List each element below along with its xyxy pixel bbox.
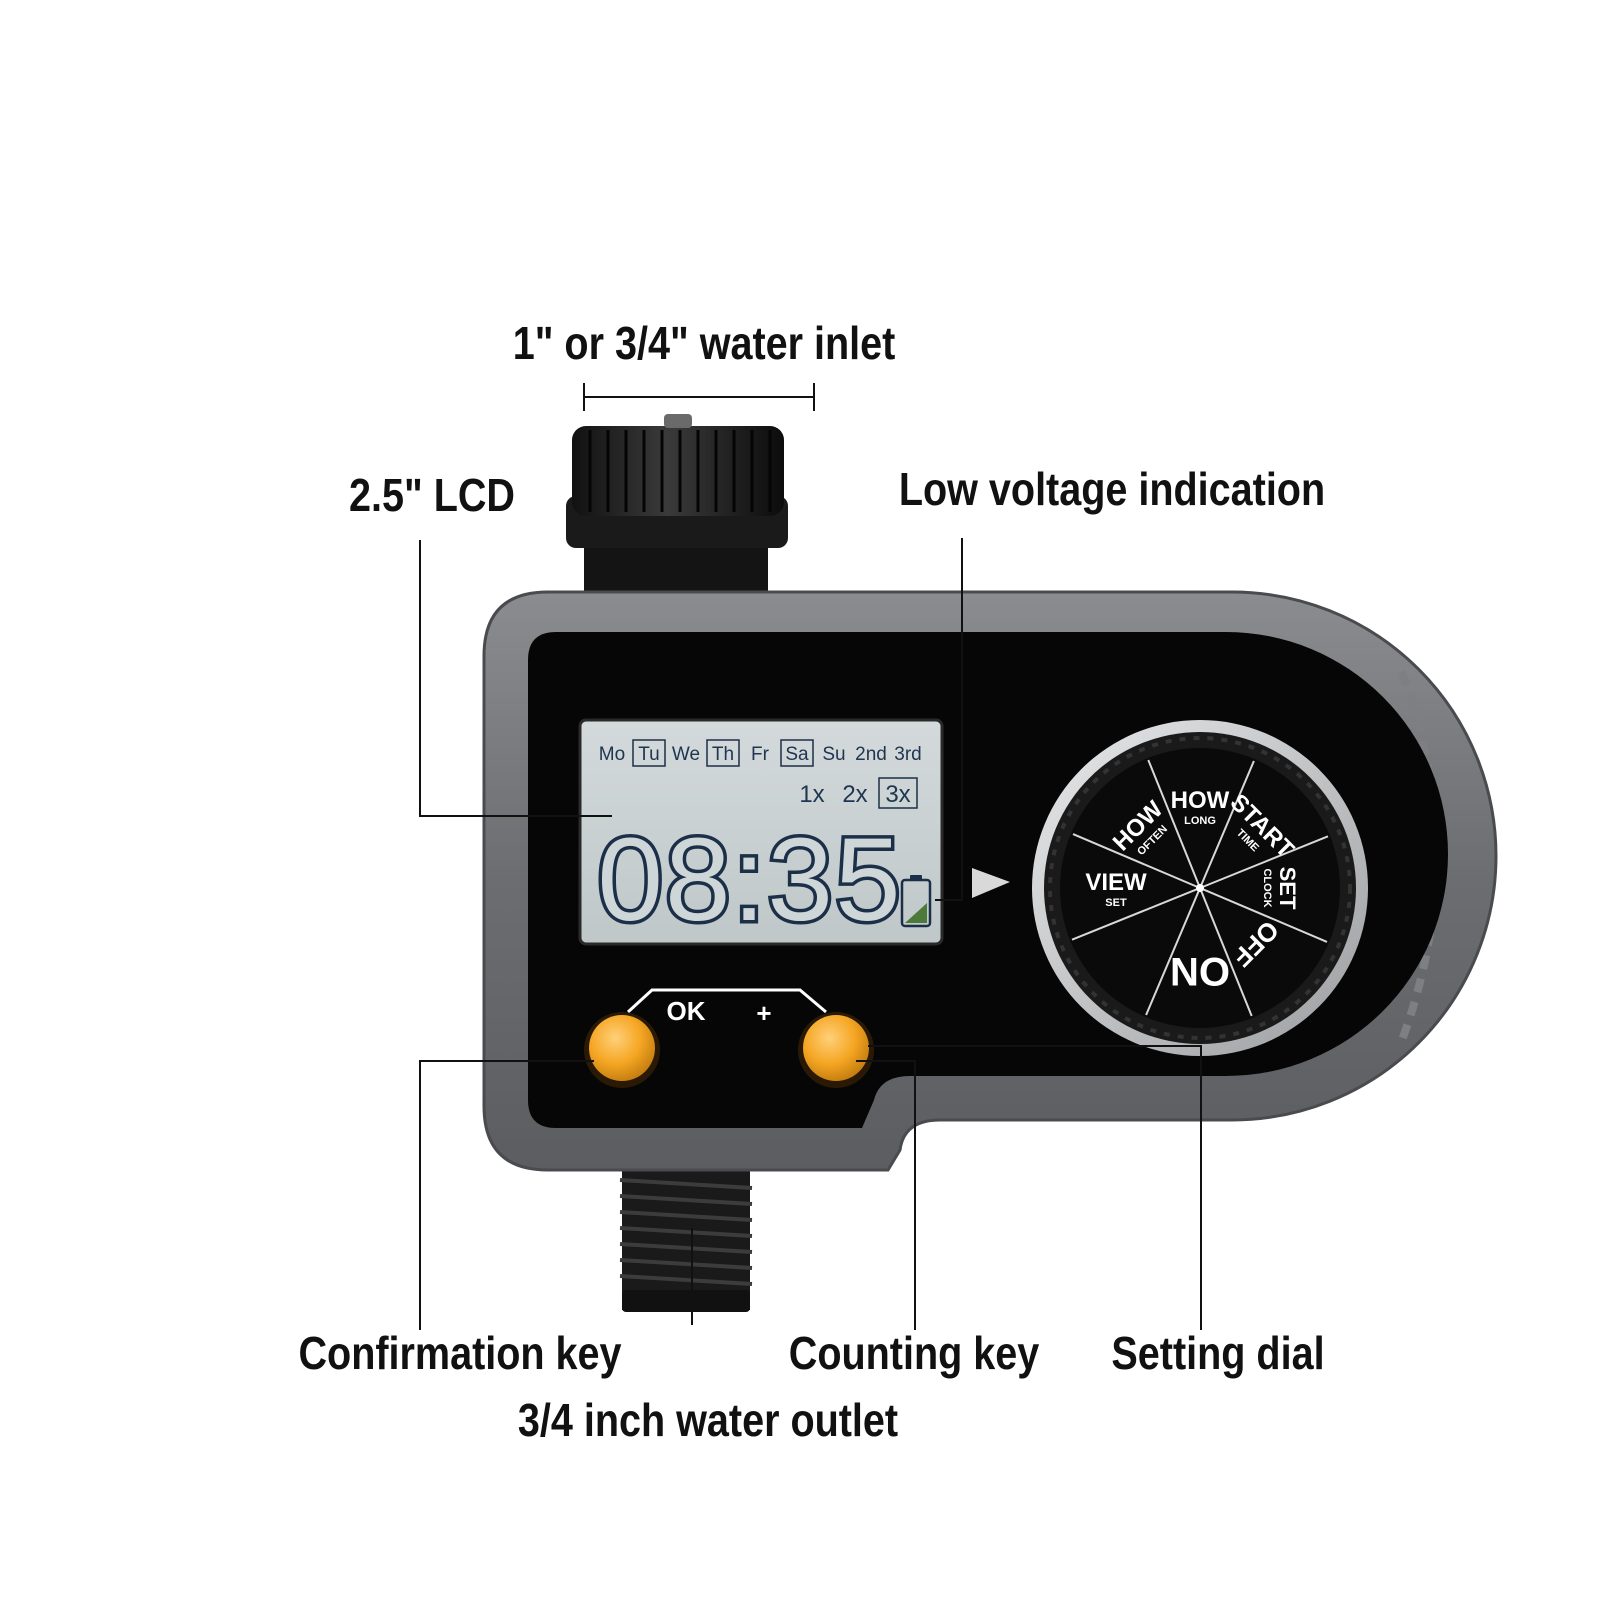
dial-divider (1199, 887, 1328, 943)
dial-segment-on[interactable]: ON (1170, 949, 1230, 993)
counting-key-callout: Counting key (789, 1328, 1040, 1379)
lcd-day-indicator: Su (822, 744, 845, 765)
lcd-day-selected-box (706, 739, 740, 767)
dial-divider (1199, 887, 1253, 1017)
dial-divider (1199, 760, 1255, 889)
dial-divider (1147, 759, 1201, 889)
inlet-dimension-line (583, 383, 815, 411)
lcd-frequency-indicator: 1x (799, 781, 824, 808)
low-voltage-callout: Low voltage indication (899, 464, 1325, 515)
lcd-time-readout: 08:35 (597, 814, 902, 946)
counting-key-leader (856, 1060, 916, 1330)
lcd-day-indicator: Tu (638, 744, 659, 765)
lcd-day-selected-box (780, 739, 814, 767)
water-inlet-nut (566, 414, 788, 604)
plus-counting-key[interactable] (798, 1012, 874, 1088)
lcd-screen: Mo Tu We Th Fr Sa Su 2nd 3rd 1x 2x 3x 08:35 (578, 718, 944, 950)
lcd-day-indicator: Mo (599, 744, 625, 765)
battery-low-icon (900, 875, 932, 928)
confirmation-key-callout: Confirmation key (298, 1328, 621, 1379)
pointer-triangle-icon (972, 868, 1010, 898)
dial-segment-sublabel: LONG (1184, 815, 1216, 827)
ok-confirmation-key[interactable] (584, 1012, 660, 1088)
lcd-day-indicator: 2nd (855, 744, 887, 765)
lcd-callout: 2.5" LCD (349, 470, 515, 521)
lcd-day-indicator: Sa (785, 744, 809, 765)
plus-key-label: + (756, 998, 771, 1028)
inlet-callout: 1" or 3/4" water inlet (513, 318, 896, 369)
key-bracket: OK + (626, 988, 827, 1028)
ok-key-label: OK (667, 996, 706, 1026)
low-voltage-leader (935, 538, 963, 901)
lcd-leader (419, 540, 612, 817)
dial-segment-label: VIEW (1085, 869, 1147, 896)
lcd-day-indicator: Fr (751, 744, 770, 765)
lcd-frequency-indicator: 3x (885, 781, 910, 808)
water-outlet-thread (619, 1160, 753, 1312)
lcd-day-selected-box (632, 739, 666, 767)
lcd-frequency-indicator: 2x (842, 781, 867, 808)
lcd-day-indicator: We (672, 744, 700, 765)
dial-divider (1199, 835, 1329, 889)
dial-segment-label: HOW (1171, 787, 1230, 814)
setting-dial-callout: Setting dial (1111, 1328, 1324, 1379)
lcd-day-indicator: 3rd (894, 744, 921, 765)
dial-divider (1072, 833, 1201, 889)
outlet-callout: 3/4 inch water outlet (518, 1395, 898, 1446)
dial-segment-label: ON (1170, 949, 1230, 993)
leader-lines (419, 383, 1202, 1330)
dial-segment-label: SET (1275, 867, 1300, 910)
lcd-frequency-selected-box (878, 777, 918, 809)
confirmation-key-leader (419, 1060, 594, 1330)
dial-segment-sublabel: SET (1105, 897, 1127, 909)
dial-segment-sublabel: CLOCK (1261, 868, 1273, 907)
setting-dial-leader (868, 1045, 1202, 1330)
lcd-day-indicator: Th (712, 744, 734, 765)
dial-divider (1071, 887, 1201, 941)
dial-divider (1145, 887, 1201, 1016)
